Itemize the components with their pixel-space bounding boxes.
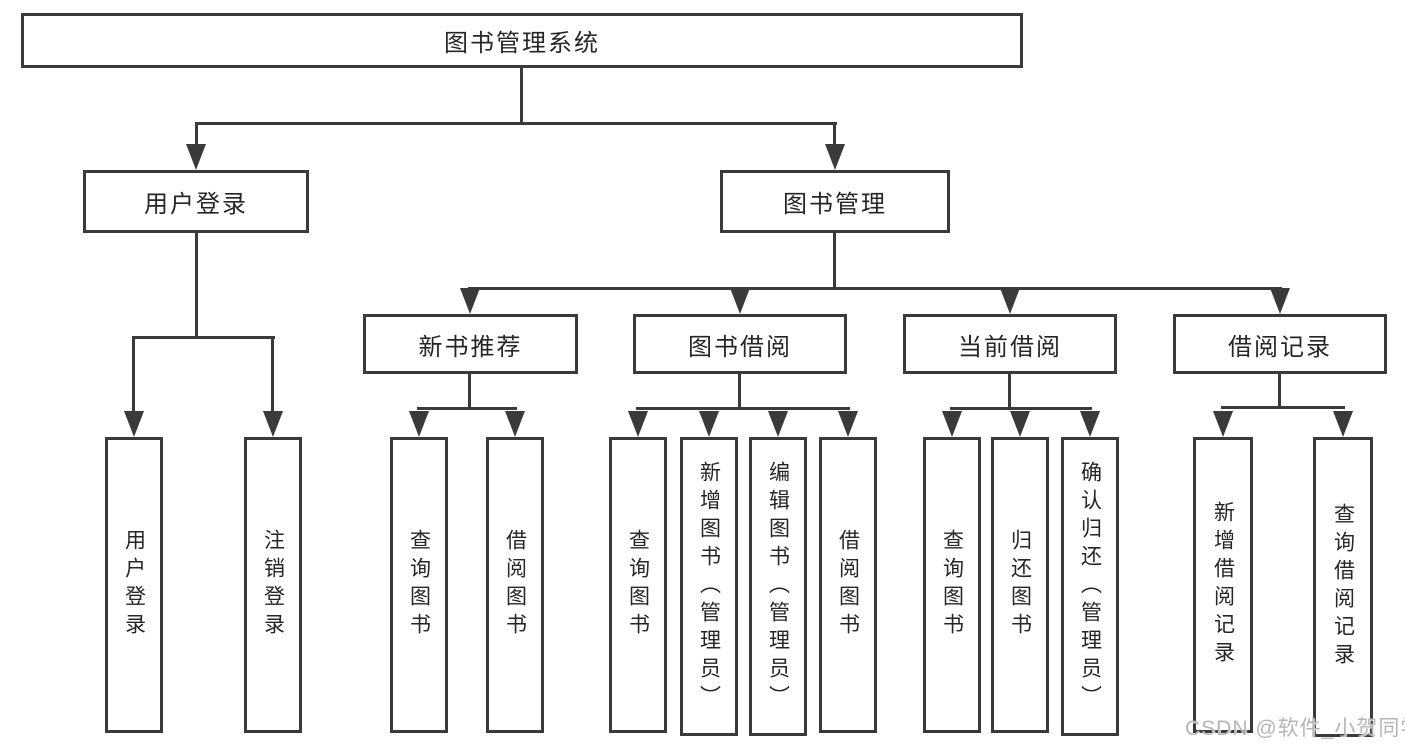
- node-label: 确认归还（管理员）: [1078, 460, 1102, 713]
- arrow-down-icon: [460, 288, 480, 314]
- node-label: 查询图书: [940, 529, 964, 641]
- arrow-down-icon: [1000, 288, 1020, 314]
- node-label: 用户登录: [122, 529, 146, 641]
- node-label: 图书管理系统: [444, 30, 600, 57]
- arrow-down-icon: [699, 411, 719, 437]
- node-label: 借阅图书: [836, 529, 860, 641]
- arrow-down-icon: [628, 411, 648, 437]
- connector-line: [195, 233, 198, 339]
- node-root: 图书管理系统: [21, 13, 1023, 68]
- node-label: 图书管理: [783, 191, 887, 218]
- arrow-down-icon: [505, 411, 525, 437]
- arrow-down-icon: [1333, 411, 1353, 437]
- leaf-logout: 注销登录: [244, 437, 302, 733]
- node-label: 查询图书: [626, 529, 650, 641]
- leaf-borrowing-borrow-books: 借阅图书: [819, 437, 877, 733]
- node-label: 编辑图书（管理员）: [766, 460, 790, 713]
- node-label: 新书推荐: [418, 333, 523, 361]
- arrow-down-icon: [1080, 411, 1100, 437]
- arrow-down-icon: [1270, 288, 1290, 314]
- leaf-recommend-borrow-books: 借阅图书: [486, 437, 544, 733]
- leaf-records-query-record: 查询借阅记录: [1313, 437, 1373, 737]
- node-book-management: 图书管理: [720, 170, 950, 233]
- arrow-down-icon: [186, 144, 206, 170]
- connector-line: [195, 122, 198, 148]
- node-label: 新增借阅记录: [1211, 501, 1235, 669]
- node-label: 借阅图书: [503, 529, 527, 641]
- connector-line: [950, 407, 1092, 410]
- connector-line: [1278, 374, 1281, 409]
- connector-line: [636, 407, 850, 410]
- arrow-down-icon: [825, 144, 845, 170]
- connector-line: [132, 336, 135, 413]
- arrow-down-icon: [838, 411, 858, 437]
- arrow-down-icon: [124, 411, 144, 437]
- leaf-current-confirm-return-admin: 确认归还（管理员）: [1061, 437, 1119, 736]
- node-label: 归还图书: [1008, 529, 1032, 641]
- node-borrowing-records: 借阅记录: [1173, 314, 1387, 374]
- arrow-down-icon: [730, 288, 750, 314]
- leaf-records-add-record: 新增借阅记录: [1193, 437, 1253, 733]
- node-book-borrowing: 图书借阅: [633, 314, 847, 374]
- connector-line: [1221, 406, 1345, 409]
- node-label: 图书借阅: [688, 333, 792, 361]
- connector-line: [417, 407, 517, 410]
- connector-line: [738, 374, 741, 410]
- arrow-down-icon: [409, 411, 429, 437]
- node-current-borrowing: 当前借阅: [903, 314, 1117, 374]
- node-label: 用户登录: [144, 191, 248, 218]
- leaf-user-login: 用户登录: [105, 437, 163, 733]
- connector-line: [271, 336, 274, 413]
- connector-line: [1008, 374, 1011, 410]
- arrow-down-icon: [263, 411, 283, 437]
- connector-line: [195, 122, 837, 125]
- node-label: 当前借阅: [958, 333, 1062, 361]
- node-label: 新增图书（管理员）: [697, 460, 721, 713]
- node-label: 借阅记录: [1228, 333, 1332, 361]
- leaf-current-query-books: 查询图书: [923, 437, 981, 733]
- connector-line: [833, 122, 836, 148]
- node-label: 注销登录: [261, 529, 285, 641]
- connector-line: [468, 287, 1282, 290]
- connector-line: [468, 374, 471, 410]
- leaf-current-return-books: 归还图书: [991, 437, 1049, 733]
- node-label: 查询图书: [407, 529, 431, 641]
- connector-line: [520, 68, 523, 124]
- node-user-login: 用户登录: [83, 170, 309, 233]
- arrow-down-icon: [768, 411, 788, 437]
- arrow-down-icon: [942, 411, 962, 437]
- leaf-borrowing-edit-books-admin: 编辑图书（管理员）: [749, 437, 807, 736]
- connector-line: [833, 233, 836, 289]
- connector-line: [132, 336, 275, 339]
- watermark: CSDN @软件_小贺同学: [1185, 717, 1405, 740]
- leaf-borrowing-query-books: 查询图书: [609, 437, 667, 733]
- leaf-recommend-query-books: 查询图书: [390, 437, 448, 733]
- arrow-down-icon: [1010, 411, 1030, 437]
- node-label: 查询借阅记录: [1331, 503, 1355, 671]
- node-new-book-recommend: 新书推荐: [363, 314, 578, 374]
- leaf-borrowing-add-books-admin: 新增图书（管理员）: [680, 437, 738, 736]
- arrow-down-icon: [1213, 411, 1233, 437]
